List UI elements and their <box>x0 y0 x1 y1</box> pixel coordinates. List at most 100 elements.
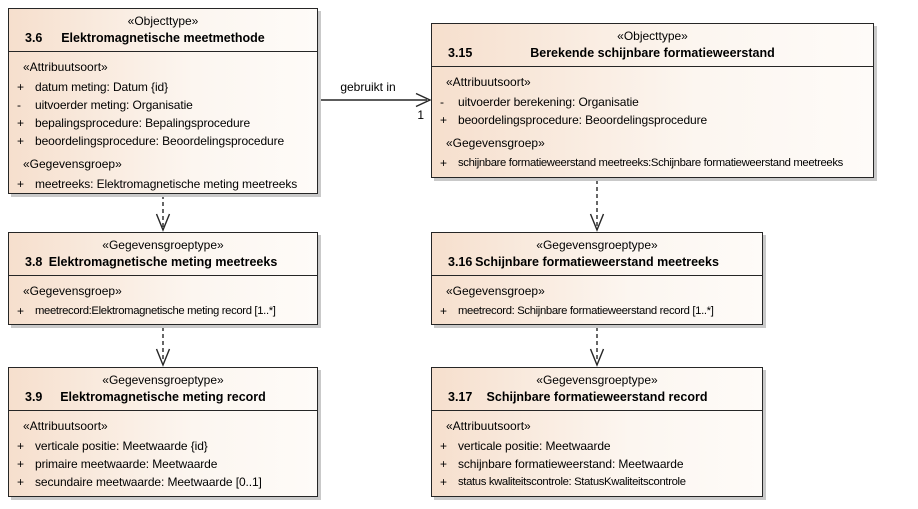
visibility-sign: + <box>440 475 448 489</box>
attribute-row: + status kwaliteitscontrole: StatusKwali… <box>432 473 760 491</box>
visibility-sign: + <box>440 457 448 471</box>
arrowhead-right-icon <box>415 92 432 108</box>
arrowhead-down-icon <box>589 213 605 232</box>
attribute-row: + primaire meetwaarde: Meetwaarde <box>9 455 315 473</box>
attribute-row: + schijnbare formatieweerstand: Meetwaar… <box>432 455 760 473</box>
class-box-3-9-elektromagnetische-meting-record[interactable]: «Gegevensgroeptype» 3.9 Elektromagnetisc… <box>8 367 318 497</box>
connector-gebruikt-in: gebruikt in 1 <box>318 80 432 122</box>
visibility-sign: + <box>17 439 25 453</box>
attribute-text: verticale positie: Meetwaarde {id} <box>35 439 208 453</box>
attribute-text: beoordelingsprocedure: Beoordelingsproce… <box>458 113 708 127</box>
attribute-row: + schijnbare formatieweerstand meetreeks… <box>432 154 871 172</box>
attribute-text: verticale positie: Meetwaarde <box>458 439 611 453</box>
visibility-sign: + <box>17 116 25 130</box>
visibility-sign: + <box>17 457 25 471</box>
attribute-row: - uitvoerder meting: Organisatie <box>9 96 315 114</box>
visibility-sign: + <box>17 177 25 191</box>
class-header: «Objecttype» 3.6 Elektromagnetische meet… <box>9 9 317 52</box>
connector-label: gebruikt in <box>340 80 395 94</box>
class-title: Schijnbare formatieweerstand meetreeks <box>475 255 719 269</box>
attribute-text: uitvoerder berekening: Organisatie <box>458 95 639 109</box>
visibility-sign: - <box>440 95 444 109</box>
section-heading: «Attribuutsoort» <box>23 419 108 433</box>
attribute-text: schijnbare formatieweerstand: Meetwaarde <box>458 457 684 471</box>
visibility-sign: + <box>440 113 448 127</box>
class-box-3-15-berekende-schijnbare-formatieweerstand[interactable]: «Objecttype» 3.15 Berekende schijnbare f… <box>431 23 874 178</box>
class-title: Elektromagnetische meetmethode <box>61 31 265 45</box>
section-heading: «Attribuutsoort» <box>446 419 531 433</box>
attribute-text: status kwaliteitscontrole: StatusKwalite… <box>458 476 686 488</box>
arrowhead-down-icon <box>155 213 171 232</box>
section-heading: «Gegevensgroep» <box>446 284 545 298</box>
attribute-row: + meetrecord:Elektromagnetische meting r… <box>9 302 315 320</box>
attribute-row: + beoordelingsprocedure: Beoordelingspro… <box>432 111 871 129</box>
class-body: «Attribuutsoort» + verticale positie: Me… <box>9 411 317 495</box>
visibility-sign: + <box>17 134 25 148</box>
connector-36-to-38 <box>155 195 171 232</box>
attribute-text: bepalingsprocedure: Bepalingsprocedure <box>35 116 251 130</box>
class-title: Elektromagnetische meting meetreeks <box>48 255 278 269</box>
connector-multiplicity: 1 <box>417 108 424 122</box>
section-heading: «Gegevensgroep» <box>446 136 545 150</box>
visibility-sign: + <box>17 304 25 318</box>
class-number: 3.8 <box>25 255 43 269</box>
connector-315-to-316 <box>589 180 605 232</box>
stereotype-label: «Gegevensgroeptype» <box>102 373 224 387</box>
attribute-text: schijnbare formatieweerstand meetreeks:S… <box>458 157 843 169</box>
section-heading: «Gegevensgroep» <box>23 284 122 298</box>
attribute-text: secundaire meetwaarde: Meetwaarde [0..1] <box>35 475 262 489</box>
attribute-text: meetrecord:Elektromagnetische meting rec… <box>35 305 276 317</box>
attribute-row: + verticale positie: Meetwaarde {id} <box>9 437 315 455</box>
class-body: «Attribuutsoort» - uitvoerder berekening… <box>432 67 873 176</box>
class-body: «Attribuutsoort» + datum meting: Datum {… <box>9 52 317 197</box>
class-box-3-8-elektromagnetische-meting-meetreeks[interactable]: «Gegevensgroeptype» 3.8 Elektromagnetisc… <box>8 232 318 325</box>
section-heading: «Gegevensgroep» <box>23 157 122 171</box>
visibility-sign: - <box>17 98 21 112</box>
section-heading: «Attribuutsoort» <box>23 60 108 74</box>
class-header: «Gegevensgroeptype» 3.9 Elektromagnetisc… <box>9 368 317 411</box>
stereotype-label: «Objecttype» <box>617 29 688 43</box>
stereotype-label: «Gegevensgroeptype» <box>536 238 658 252</box>
class-title: Schijnbare formatieweerstand record <box>486 390 708 404</box>
class-title: Berekende schijnbare formatieweerstand <box>530 46 775 60</box>
class-box-3-17-schijnbare-formatieweerstand-record[interactable]: «Gegevensgroeptype» 3.17 Schijnbare form… <box>431 367 763 497</box>
class-body: «Attribuutsoort» + verticale positie: Me… <box>432 411 762 495</box>
class-header: «Gegevensgroeptype» 3.8 Elektromagnetisc… <box>9 233 317 276</box>
attribute-row: + meetreeks: Elektromagnetische meting m… <box>9 175 315 193</box>
attribute-text: beoordelingsprocedure: Beoordelingsproce… <box>35 134 285 148</box>
attribute-row: - uitvoerder berekening: Organisatie <box>432 93 871 111</box>
stereotype-label: «Objecttype» <box>127 14 199 28</box>
class-number: 3.16 <box>448 255 473 269</box>
class-header: «Gegevensgroeptype» 3.17 Schijnbare form… <box>432 368 762 411</box>
class-number: 3.15 <box>448 46 473 60</box>
visibility-sign: + <box>17 475 25 489</box>
visibility-sign: + <box>440 439 448 453</box>
attribute-row: + beoordelingsprocedure: Beoordelingspro… <box>9 132 315 150</box>
class-number: 3.17 <box>448 390 473 404</box>
connector-316-to-317 <box>589 327 605 367</box>
attribute-text: datum meting: Datum {id} <box>35 80 169 94</box>
attribute-text: uitvoerder meting: Organisatie <box>35 98 193 112</box>
class-box-3-16-schijnbare-formatieweerstand-meetreeks[interactable]: «Gegevensgroeptype» 3.16 Schijnbare form… <box>431 232 763 325</box>
attribute-text: primaire meetwaarde: Meetwaarde <box>35 457 218 471</box>
attribute-text: meetrecord: Schijnbare formatieweerstand… <box>458 305 714 317</box>
class-number: 3.9 <box>25 390 43 404</box>
stereotype-label: «Gegevensgroeptype» <box>102 238 224 252</box>
visibility-sign: + <box>17 80 25 94</box>
class-body: «Gegevensgroep» + meetrecord:Elektromagn… <box>9 276 317 324</box>
visibility-sign: + <box>440 156 448 170</box>
class-body: «Gegevensgroep» + meetrecord: Schijnbare… <box>432 276 762 324</box>
arrowhead-down-icon <box>155 348 171 367</box>
class-number: 3.6 <box>25 31 43 45</box>
class-box-3-6-elektromagnetische-meetmethode[interactable]: «Objecttype» 3.6 Elektromagnetische meet… <box>8 8 318 194</box>
attribute-text: meetreeks: Elektromagnetische meting mee… <box>35 177 298 191</box>
attribute-row: + verticale positie: Meetwaarde <box>432 437 760 455</box>
section-heading: «Attribuutsoort» <box>446 75 531 89</box>
class-header: «Gegevensgroeptype» 3.16 Schijnbare form… <box>432 233 762 276</box>
connector-38-to-39 <box>155 327 171 367</box>
attribute-row: + bepalingsprocedure: Bepalingsprocedure <box>9 114 315 132</box>
arrowhead-down-icon <box>589 348 605 367</box>
class-header: «Objecttype» 3.15 Berekende schijnbare f… <box>432 24 873 67</box>
attribute-row: + datum meting: Datum {id} <box>9 78 315 96</box>
